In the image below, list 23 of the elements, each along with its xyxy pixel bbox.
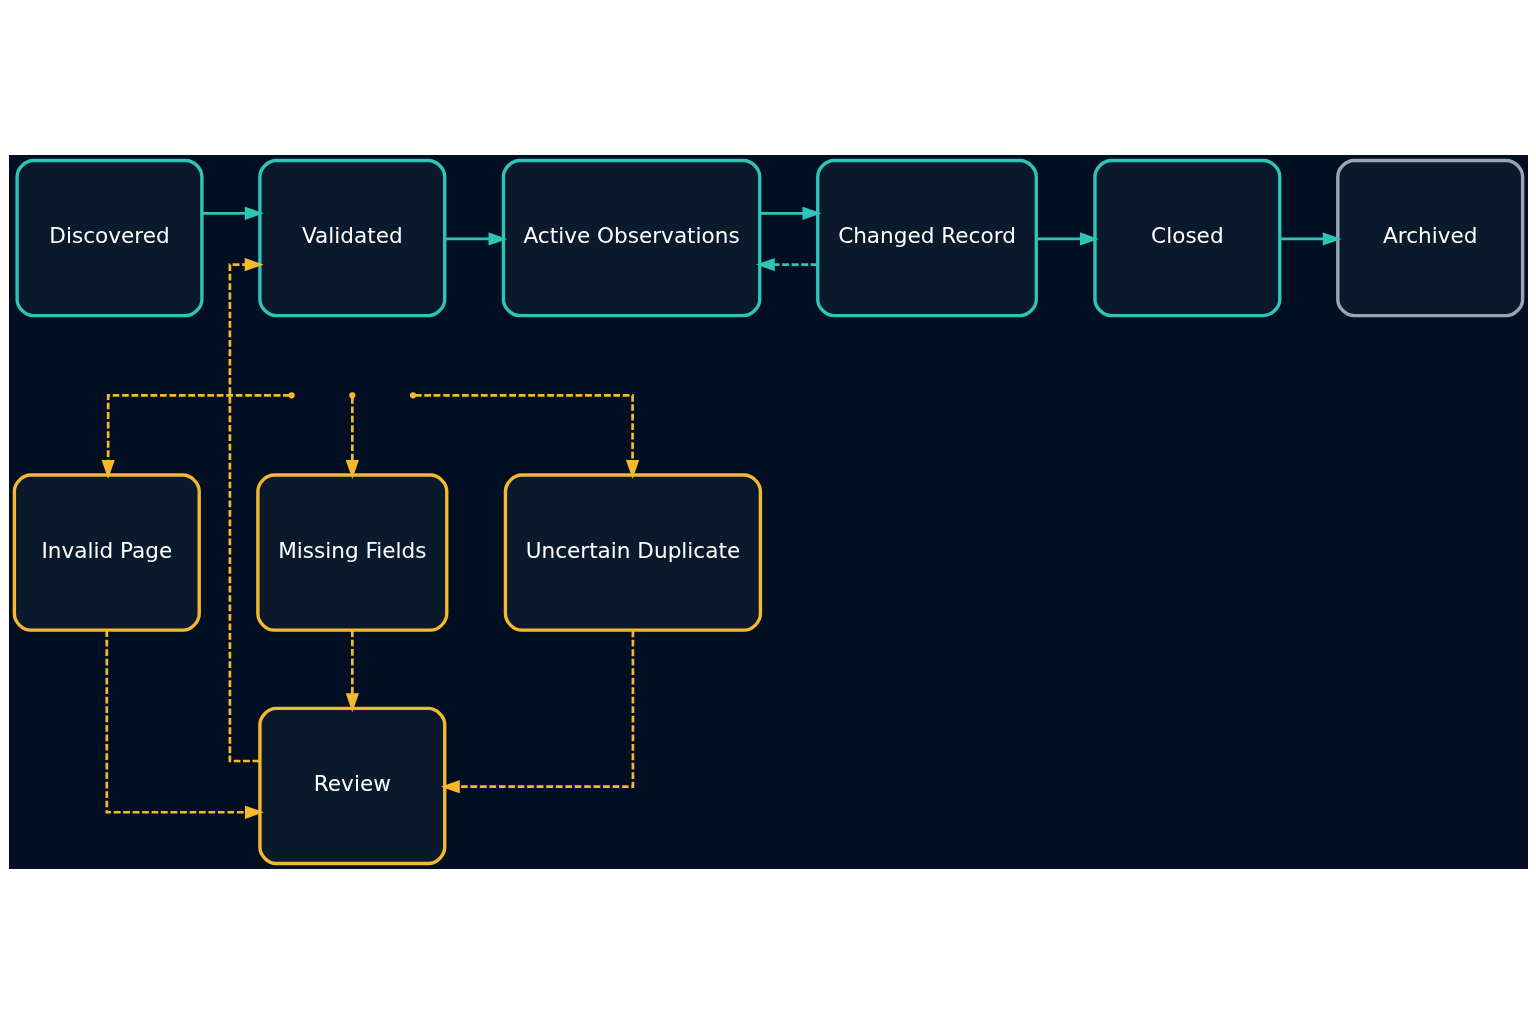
arrow xyxy=(104,630,264,819)
arrow xyxy=(201,206,264,220)
node-box: Archived xyxy=(1335,158,1524,318)
node-box: Missing Fields xyxy=(255,473,448,632)
arrow xyxy=(101,394,290,479)
node-box: Changed Record xyxy=(815,158,1038,318)
node-box: Discovered xyxy=(14,158,204,318)
arrow xyxy=(345,397,359,479)
arrow xyxy=(345,630,359,713)
node-box: Validated xyxy=(257,158,446,318)
arrow xyxy=(1035,232,1099,246)
arrow xyxy=(759,206,821,220)
node-box: Closed xyxy=(1092,158,1281,318)
arrow xyxy=(1279,232,1342,246)
arrow xyxy=(444,232,507,246)
node-box: Review xyxy=(257,706,446,866)
arrow xyxy=(755,257,817,272)
node-box: Invalid Page xyxy=(12,473,201,632)
node-box: Uncertain Duplicate xyxy=(503,473,762,632)
arrow xyxy=(228,257,264,763)
node-box: Active Observations xyxy=(501,158,761,318)
arrow xyxy=(440,630,634,794)
arrow xyxy=(414,394,639,479)
